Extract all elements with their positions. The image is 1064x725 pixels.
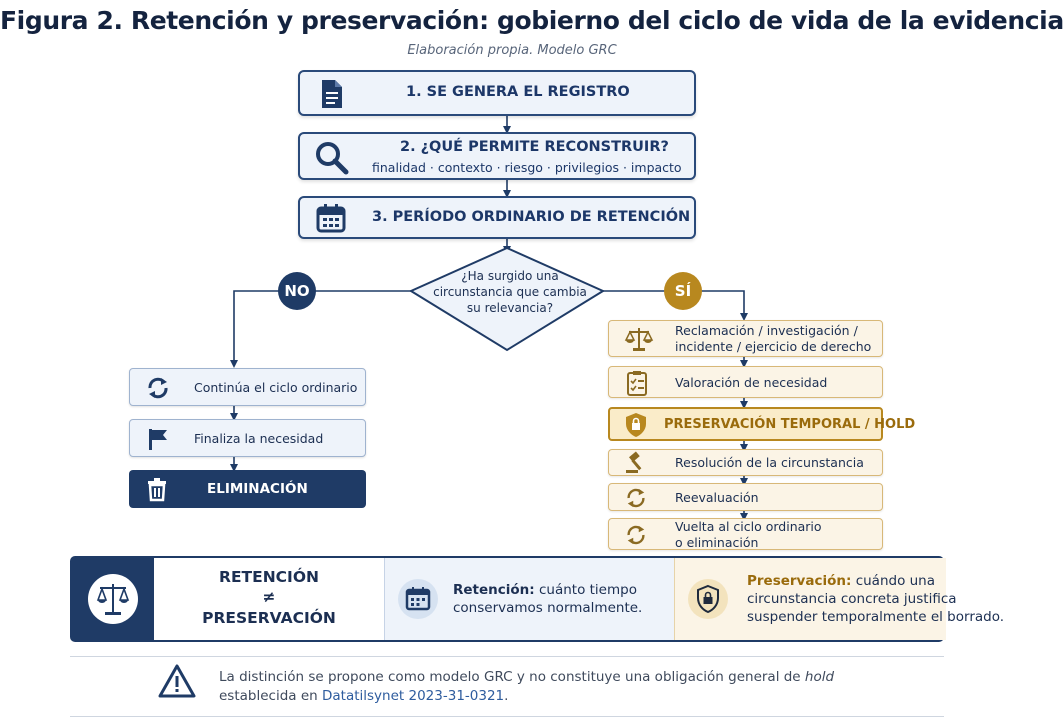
yes-step4-label: Resolución de la circunstancia <box>675 455 864 470</box>
scales-icon <box>86 572 140 630</box>
no-need-ends: Finaliza la necesidad <box>129 419 366 457</box>
refresh-icon <box>625 487 647 513</box>
refresh-icon <box>146 376 170 404</box>
yes-temporary-hold: PRESERVACIÓN TEMPORAL / HOLD <box>608 407 915 442</box>
summary-icon-cell <box>72 558 154 640</box>
summary-heading-preservation: PRESERVACIÓN <box>202 609 336 627</box>
no-continue-cycle: Continúa el ciclo ordinario <box>129 368 366 406</box>
gavel-icon <box>625 451 649 478</box>
no-step2-label: Finaliza la necesidad <box>194 431 324 446</box>
step-ordinary-retention: 3. PERÍODO ORDINARIO DE RETENCIÓN <box>298 196 696 239</box>
no-badge: NO <box>278 272 316 310</box>
step1-label: 1. SE GENERA EL REGISTRO <box>406 84 630 100</box>
step-what-reconstructs: 2. ¿QUÉ PERMITE RECONSTRUIR? finalidad ·… <box>298 132 696 180</box>
summary-panel: RETENCIÓN ≠ PRESERVACIÓN Retención: cuán… <box>70 556 1004 642</box>
decision-diamond <box>408 246 606 352</box>
note-divider-bottom <box>70 716 944 717</box>
reference-link[interactable]: Datatilsynet 2023-31-0321 <box>322 688 505 704</box>
step2-label: 2. ¿QUÉ PERMITE RECONSTRUIR? <box>400 139 669 155</box>
no-step3-label: ELIMINACIÓN <box>207 481 308 497</box>
calendar-icon <box>397 578 439 624</box>
no-step1-label: Continúa el ciclo ordinario <box>194 380 358 395</box>
yes-badge: SÍ <box>664 272 702 310</box>
calendar-icon <box>316 203 346 237</box>
step-generate-record: 1. SE GENERA EL REGISTRO <box>298 70 696 116</box>
yes-step1-label: Reclamación / investigación /incidente /… <box>675 323 872 354</box>
trash-icon <box>145 477 169 505</box>
flag-icon <box>146 427 170 455</box>
no-elimination: ELIMINACIÓN <box>129 470 366 508</box>
decision-question: ¿Ha surgido una circunstancia que cambia… <box>433 269 587 315</box>
yes-step5-label: Reevaluación <box>675 490 759 505</box>
refresh-icon <box>625 524 647 550</box>
summary-heading-cell: RETENCIÓN ≠ PRESERVACIÓN <box>154 558 384 640</box>
shield-lock-icon <box>624 412 648 442</box>
connector-lines <box>230 116 748 521</box>
figure-subtitle: Elaboración propia. Modelo GRC <box>407 43 617 58</box>
yes-step3-label: PRESERVACIÓN TEMPORAL / HOLD <box>664 417 916 432</box>
figure-title: Figura 2. Retención y preservación: gobi… <box>0 6 1064 35</box>
shield-lock-icon <box>687 578 729 624</box>
yes-claim-investigation: Reclamación / investigación /incidente /… <box>608 320 883 357</box>
arrow-yes-branch <box>602 290 748 321</box>
yes-reevaluation: Reevaluación <box>608 483 883 511</box>
summary-heading-retention: RETENCIÓN <box>219 568 319 586</box>
document-icon <box>320 79 344 113</box>
disclaimer-note: La distinción se propone como modelo GRC… <box>219 669 835 704</box>
yes-resolution: Resolución de la circunstancia <box>608 449 883 476</box>
note-divider-top <box>70 656 944 657</box>
search-icon <box>314 140 350 180</box>
scales-icon <box>624 326 654 356</box>
checklist-icon <box>625 370 649 400</box>
warning-icon <box>158 664 196 702</box>
step3-label: 3. PERÍODO ORDINARIO DE RETENCIÓN <box>372 209 691 225</box>
step2-sublabel: finalidad · contexto · riesgo · privileg… <box>372 160 682 175</box>
arrow-no-branch <box>230 290 412 368</box>
yes-step2-label: Valoración de necesidad <box>675 375 828 390</box>
summary-heading-symbol: ≠ <box>262 588 276 606</box>
yes-need-assessment: Valoración de necesidad <box>608 366 883 398</box>
